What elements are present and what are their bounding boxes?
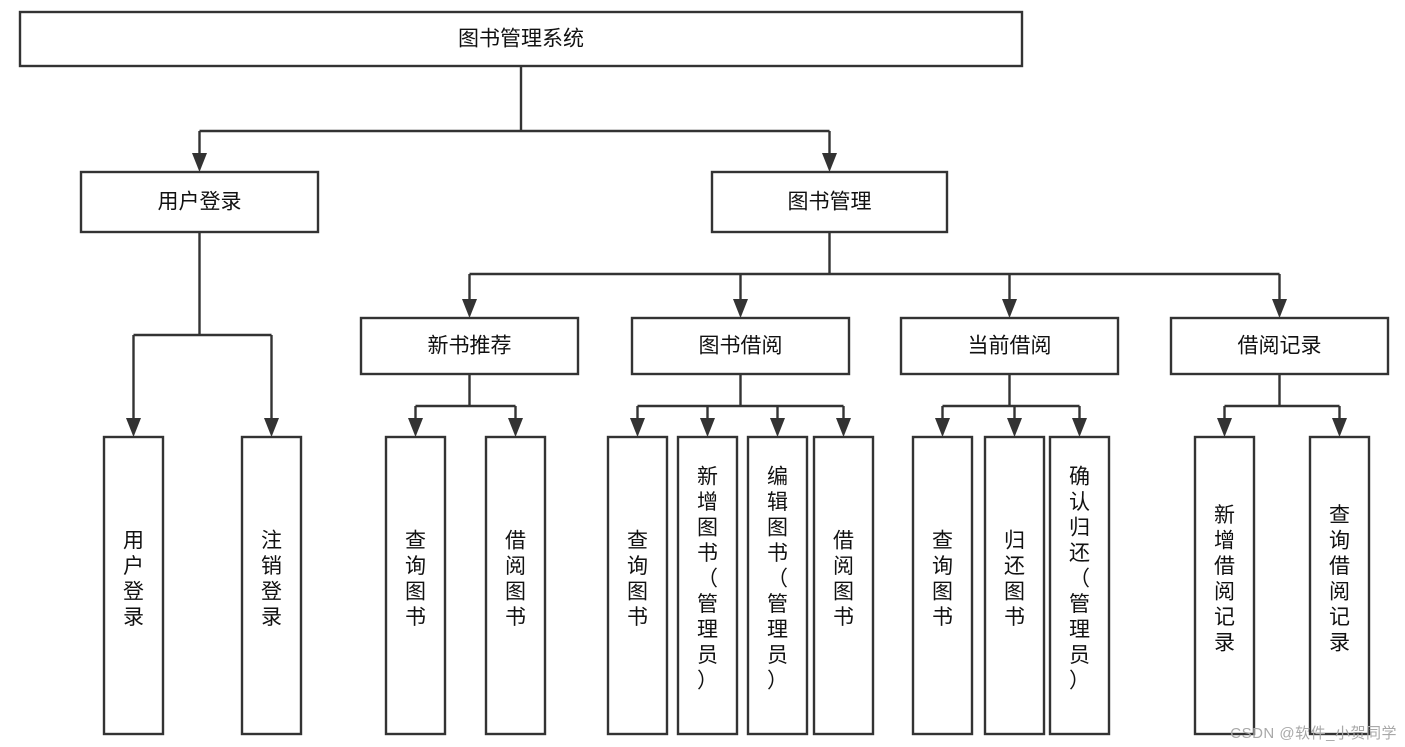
node-box-leaf-borrow-query-book <box>606 435 669 736</box>
node-label-leaf-borrow-edit-book: 编辑图书（管理员） <box>767 466 788 693</box>
node-label-leaf-current-query-book: 查询图书 <box>932 529 953 629</box>
arrow-link-book-manage-borrow-record <box>1272 299 1287 318</box>
node-label-leaf-borrow-query-book: 查询图书 <box>627 529 648 629</box>
arrow-link-leaf-user-login <box>126 418 141 437</box>
node-leaf-record-query[interactable]: 查询借阅记录 <box>1308 435 1371 736</box>
node-leaf-current-confirm-return[interactable]: 确认归还（管理员） <box>1048 435 1111 736</box>
node-label-book-manage: 图书管理 <box>788 191 872 214</box>
node-box-leaf-borrow-borrow-book <box>812 435 875 736</box>
diagram-nodes: 图书管理系统用户登录图书管理新书推荐图书借阅当前借阅借阅记录用户登录注销登录查询… <box>18 10 1390 736</box>
node-leaf-borrow-borrow-book[interactable]: 借阅图书 <box>812 435 875 736</box>
arrow-link-leaf-recommend-query-book <box>408 418 423 437</box>
node-leaf-current-query-book[interactable]: 查询图书 <box>911 435 974 736</box>
arrow-link-root-user-login <box>192 153 207 172</box>
arrow-link-leaf-borrow-borrow-book <box>836 418 851 437</box>
node-box-leaf-borrow-edit-book <box>746 435 809 736</box>
node-box-leaf-user-login <box>102 435 165 736</box>
node-label-borrow-record: 借阅记录 <box>1238 335 1322 358</box>
arrow-link-book-manage-book-borrow <box>733 299 748 318</box>
node-leaf-current-return-book[interactable]: 归还图书 <box>983 435 1046 736</box>
node-label-leaf-borrow-add-book: 新增图书（管理员） <box>697 466 718 693</box>
node-box-leaf-current-query-book <box>911 435 974 736</box>
node-book-borrow[interactable]: 图书借阅 <box>630 316 851 376</box>
node-root[interactable]: 图书管理系统 <box>18 10 1024 68</box>
node-leaf-borrow-edit-book[interactable]: 编辑图书（管理员） <box>746 435 809 736</box>
node-box-new-book-recommend <box>359 316 580 376</box>
node-leaf-borrow-query-book[interactable]: 查询图书 <box>606 435 669 736</box>
node-leaf-record-add[interactable]: 新增借阅记录 <box>1193 435 1256 736</box>
node-label-book-borrow: 图书借阅 <box>699 335 783 358</box>
node-book-manage[interactable]: 图书管理 <box>710 170 949 234</box>
node-label-leaf-record-add: 新增借阅记录 <box>1214 504 1235 655</box>
node-user-login[interactable]: 用户登录 <box>79 170 320 234</box>
node-label-leaf-borrow-borrow-book: 借阅图书 <box>833 529 854 629</box>
node-label-leaf-current-confirm-return: 确认归还（管理员） <box>1069 466 1090 693</box>
arrow-link-book-manage-new-book-recommend <box>462 299 477 318</box>
node-box-leaf-recommend-query-book <box>384 435 447 736</box>
node-box-current-borrow <box>899 316 1120 376</box>
node-box-leaf-current-return-book <box>983 435 1046 736</box>
node-box-root <box>18 10 1024 68</box>
node-label-current-borrow: 当前借阅 <box>968 335 1052 358</box>
node-box-leaf-recommend-borrow-book <box>484 435 547 736</box>
arrow-link-leaf-borrow-edit-book <box>770 418 785 437</box>
arrow-link-leaf-logout <box>264 418 279 437</box>
node-borrow-record[interactable]: 借阅记录 <box>1169 316 1390 376</box>
node-box-leaf-logout <box>240 435 303 736</box>
node-label-root: 图书管理系统 <box>458 28 584 51</box>
connector-links <box>126 66 1347 437</box>
arrow-link-root-book-manage <box>822 153 837 172</box>
node-box-borrow-record <box>1169 316 1390 376</box>
node-leaf-user-login[interactable]: 用户登录 <box>102 435 165 736</box>
node-box-leaf-record-add <box>1193 435 1256 736</box>
arrow-link-leaf-current-return-book <box>1007 418 1022 437</box>
node-label-new-book-recommend: 新书推荐 <box>428 335 512 358</box>
arrow-link-leaf-current-confirm-return <box>1072 418 1087 437</box>
node-box-leaf-borrow-add-book <box>676 435 739 736</box>
node-leaf-recommend-borrow-book[interactable]: 借阅图书 <box>484 435 547 736</box>
arrow-link-leaf-borrow-query-book <box>630 418 645 437</box>
arrow-link-leaf-record-add <box>1217 418 1232 437</box>
node-new-book-recommend[interactable]: 新书推荐 <box>359 316 580 376</box>
node-label-leaf-recommend-borrow-book: 借阅图书 <box>505 529 526 629</box>
node-box-leaf-current-confirm-return <box>1048 435 1111 736</box>
node-label-leaf-record-query: 查询借阅记录 <box>1329 504 1350 655</box>
node-leaf-recommend-query-book[interactable]: 查询图书 <box>384 435 447 736</box>
node-label-leaf-recommend-query-book: 查询图书 <box>405 529 426 629</box>
node-box-user-login <box>79 170 320 234</box>
arrow-link-leaf-borrow-add-book <box>700 418 715 437</box>
node-current-borrow[interactable]: 当前借阅 <box>899 316 1120 376</box>
node-leaf-logout[interactable]: 注销登录 <box>240 435 303 736</box>
node-box-leaf-record-query <box>1308 435 1371 736</box>
node-label-leaf-user-login: 用户登录 <box>123 529 144 629</box>
node-label-leaf-current-return-book: 归还图书 <box>1004 529 1025 629</box>
node-box-book-manage <box>710 170 949 234</box>
arrow-link-leaf-current-query-book <box>935 418 950 437</box>
node-box-book-borrow <box>630 316 851 376</box>
node-leaf-borrow-add-book[interactable]: 新增图书（管理员） <box>676 435 739 736</box>
arrow-link-leaf-recommend-borrow-book <box>508 418 523 437</box>
arrow-link-leaf-record-query <box>1332 418 1347 437</box>
arrow-link-book-manage-current-borrow <box>1002 299 1017 318</box>
node-label-leaf-logout: 注销登录 <box>261 529 282 629</box>
node-label-user-login: 用户登录 <box>158 191 242 214</box>
